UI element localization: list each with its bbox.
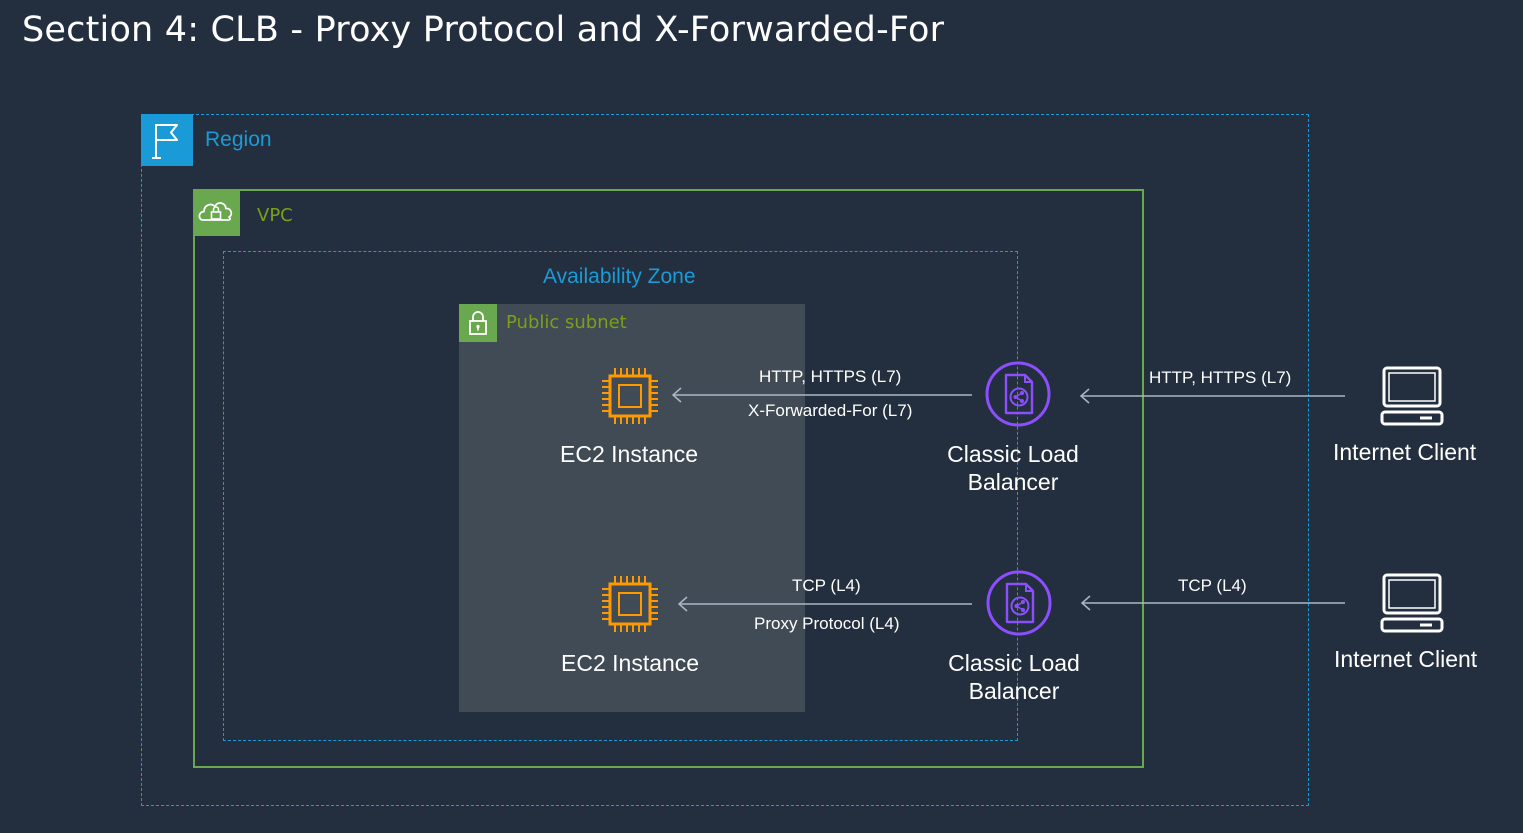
edge-label-clb-ec2-bottom-header: Proxy Protocol (L4) (754, 614, 900, 633)
cloud-lock-icon (198, 202, 233, 221)
public-subnet-label: Public subnet (506, 312, 627, 333)
region-container (141, 114, 1309, 806)
edge-label-clb-ec2-top-header: X-Forwarded-For (L7) (748, 401, 913, 420)
availability-zone-container (223, 251, 1018, 741)
region-flag-tag (141, 114, 193, 166)
internet-client-label-bottom: Internet Client (1334, 646, 1478, 672)
clb-label-line-1: Classic Load (948, 650, 1080, 676)
ec2-chip-icon-top (600, 366, 660, 426)
arrow-clb-to-ec2-bottom (677, 596, 972, 612)
vpc-tag (193, 189, 240, 236)
load-balancer-icon-top (985, 361, 1051, 427)
clb-label-line-2: Balancer (968, 678, 1060, 704)
arrow-client-to-clb-top (1079, 388, 1345, 404)
laptop-icon-top (1380, 366, 1444, 426)
availability-zone-label: Availability Zone (543, 265, 696, 288)
classic-load-balancer-label-top: Classic Load Balancer (933, 440, 1093, 496)
flag-icon (152, 124, 178, 159)
edge-label-client-clb-bottom: TCP (L4) (1178, 576, 1247, 595)
ec2-instance-label-top: EC2 Instance (560, 441, 699, 467)
arrow-client-to-clb-bottom (1080, 595, 1345, 611)
vpc-label: VPC (257, 205, 293, 226)
page-title: Section 4: CLB - Proxy Protocol and X-Fo… (22, 10, 945, 50)
subnet-tag (459, 304, 497, 342)
load-balancer-icon-bottom (986, 570, 1052, 636)
edge-label-clb-ec2-bottom-protocol: TCP (L4) (792, 576, 861, 595)
clb-label-line-1: Classic Load (947, 441, 1079, 467)
ec2-chip-icon-bottom (600, 574, 660, 634)
laptop-icon-bottom (1380, 573, 1444, 633)
ec2-instance-label-bottom: EC2 Instance (561, 650, 700, 676)
classic-load-balancer-label-bottom: Classic Load Balancer (934, 649, 1094, 705)
region-label: Region (205, 128, 272, 151)
internet-client-label-top: Internet Client (1333, 439, 1477, 465)
arrow-clb-to-ec2-top (671, 387, 972, 403)
edge-label-client-clb-top: HTTP, HTTPS (L7) (1149, 368, 1292, 387)
edge-label-clb-ec2-top-protocol: HTTP, HTTPS (L7) (759, 367, 902, 386)
vpc-container (193, 189, 1144, 768)
clb-label-line-2: Balancer (967, 469, 1059, 495)
padlock-icon (469, 311, 487, 335)
